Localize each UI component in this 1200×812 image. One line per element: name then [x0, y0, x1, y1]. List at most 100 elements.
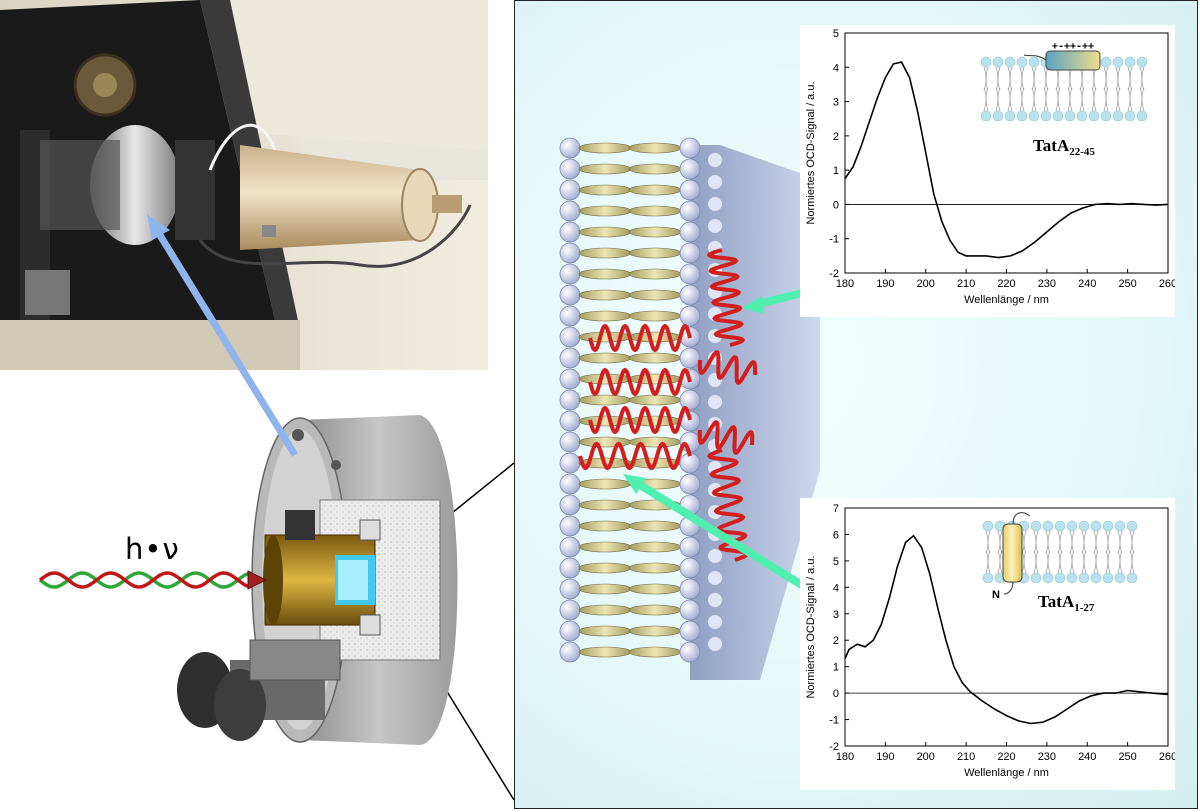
- lipid-tail: [578, 604, 632, 616]
- mini-lipid-head: [1042, 572, 1054, 584]
- lipid-headgroup: [708, 197, 722, 211]
- x-tick-label: 180: [836, 278, 854, 290]
- lipid-headgroup: [679, 599, 701, 621]
- y-tick-label: -2: [829, 268, 839, 280]
- lipid-tail: [628, 310, 682, 322]
- lipid-headgroup: [708, 219, 722, 233]
- mini-lipid-head: [1126, 520, 1138, 532]
- mini-lipid-tail: [997, 87, 1001, 112]
- mini-lipid-head: [1042, 520, 1054, 532]
- lipid-headgroup: [559, 242, 581, 264]
- lipid-tail: [628, 562, 682, 574]
- lipid-headgroup: [559, 221, 581, 243]
- lipid-tail: [628, 520, 682, 532]
- x-tick-label: 230: [1038, 751, 1056, 763]
- lipid-headgroup: [559, 158, 581, 180]
- mini-lipid-head: [1076, 110, 1088, 122]
- y-tick-label: 2: [833, 131, 839, 143]
- mini-lipid-tail: [1141, 87, 1145, 112]
- surface-helix-cylinder-icon: [1045, 50, 1101, 71]
- lipid-headgroup: [679, 137, 701, 159]
- lipid-headgroup: [559, 263, 581, 285]
- mini-lipid-head: [1004, 56, 1016, 68]
- lipid-headgroup: [708, 549, 722, 563]
- mini-lipid-head: [982, 572, 994, 584]
- lipid-tail: [578, 583, 632, 595]
- lipid-tail: [578, 310, 632, 322]
- mini-lipid-tail: [987, 550, 991, 574]
- x-tick-label: 190: [876, 751, 894, 763]
- y-tick-label: 5: [833, 28, 839, 40]
- mini-lipid-head: [1126, 572, 1138, 584]
- lipid-headgroup: [679, 284, 701, 306]
- x-tick-label: 200: [917, 278, 935, 290]
- lipid-headgroup: [559, 641, 581, 663]
- mini-lipid-tail: [1131, 530, 1135, 554]
- mini-lipid-tail: [1119, 530, 1123, 554]
- mini-lipid-head: [1090, 572, 1102, 584]
- spectrometer-photo: [0, 0, 488, 370]
- y-tick-label: -1: [829, 715, 839, 727]
- mini-lipid-head: [1078, 520, 1090, 532]
- mini-lipid-tail: [1117, 87, 1121, 112]
- lipid-tail: [578, 478, 632, 490]
- mini-lipid-head: [1124, 56, 1136, 68]
- lipid-headgroup: [559, 137, 581, 159]
- mini-lipid-head: [1030, 572, 1042, 584]
- chart-top-inset: +-++-++: [980, 41, 1148, 122]
- x-tick-label: 200: [917, 751, 935, 763]
- mini-lipid-tail: [1033, 87, 1037, 112]
- mini-lipid-tail: [1023, 550, 1027, 574]
- mini-lipid-tail: [985, 87, 989, 112]
- lipid-headgroup: [679, 389, 701, 411]
- lipid-headgroup: [708, 593, 722, 607]
- transmembrane-helix: [588, 323, 692, 353]
- mini-lipid-head: [1102, 520, 1114, 532]
- lipid-headgroup: [559, 620, 581, 642]
- x-tick-label: 210: [957, 278, 975, 290]
- lipid-tail: [628, 394, 682, 406]
- y-axis-label: Normiertes OCD-Signal / a.u.: [805, 555, 817, 698]
- membrane-model: [559, 137, 820, 680]
- x-tick-label: 220: [997, 278, 1015, 290]
- y-tick-label: 3: [833, 97, 839, 109]
- lipid-tail: [578, 226, 632, 238]
- lipid-tail: [578, 205, 632, 217]
- mini-lipid-head: [1112, 110, 1124, 122]
- surface-helix: [706, 248, 746, 347]
- lipid-tail: [578, 268, 632, 280]
- mini-lipid-tail: [1105, 87, 1109, 112]
- lipid-tail: [578, 625, 632, 637]
- mini-lipid-tail: [1095, 550, 1099, 574]
- x-tick-label: 260: [1159, 278, 1175, 290]
- light-wave: [38, 570, 268, 590]
- mini-lipid-head: [1088, 110, 1100, 122]
- mini-lipid-tail: [1059, 550, 1063, 574]
- lipid-tail: [628, 226, 682, 238]
- lipid-tail: [578, 394, 632, 406]
- c-terminal-tail: [1012, 512, 1031, 525]
- y-tick-label: -1: [829, 234, 839, 246]
- lipid-headgroup: [559, 368, 581, 390]
- lipid-tail: [628, 373, 682, 385]
- x-tick-label: 250: [1118, 278, 1136, 290]
- lipid-headgroup: [679, 221, 701, 243]
- lipid-headgroup: [679, 473, 701, 495]
- mini-lipid-head: [992, 56, 1004, 68]
- y-tick-label: 6: [833, 529, 839, 541]
- lipid-tail: [628, 541, 682, 553]
- lipid-tail: [578, 247, 632, 259]
- mini-lipid-tail: [1035, 530, 1039, 554]
- lipid-headgroup: [559, 452, 581, 474]
- x-tick-label: 260: [1159, 751, 1175, 763]
- lipid-headgroup: [559, 578, 581, 600]
- mini-lipid-head: [1054, 572, 1066, 584]
- lipid-headgroup: [708, 637, 722, 651]
- lipid-tail: [578, 184, 632, 196]
- lipid-headgroup: [559, 284, 581, 306]
- mini-lipid-head: [980, 110, 992, 122]
- mini-lipid-tail: [1069, 87, 1073, 112]
- x-tick-label: 230: [1038, 278, 1056, 290]
- lipid-headgroup: [559, 473, 581, 495]
